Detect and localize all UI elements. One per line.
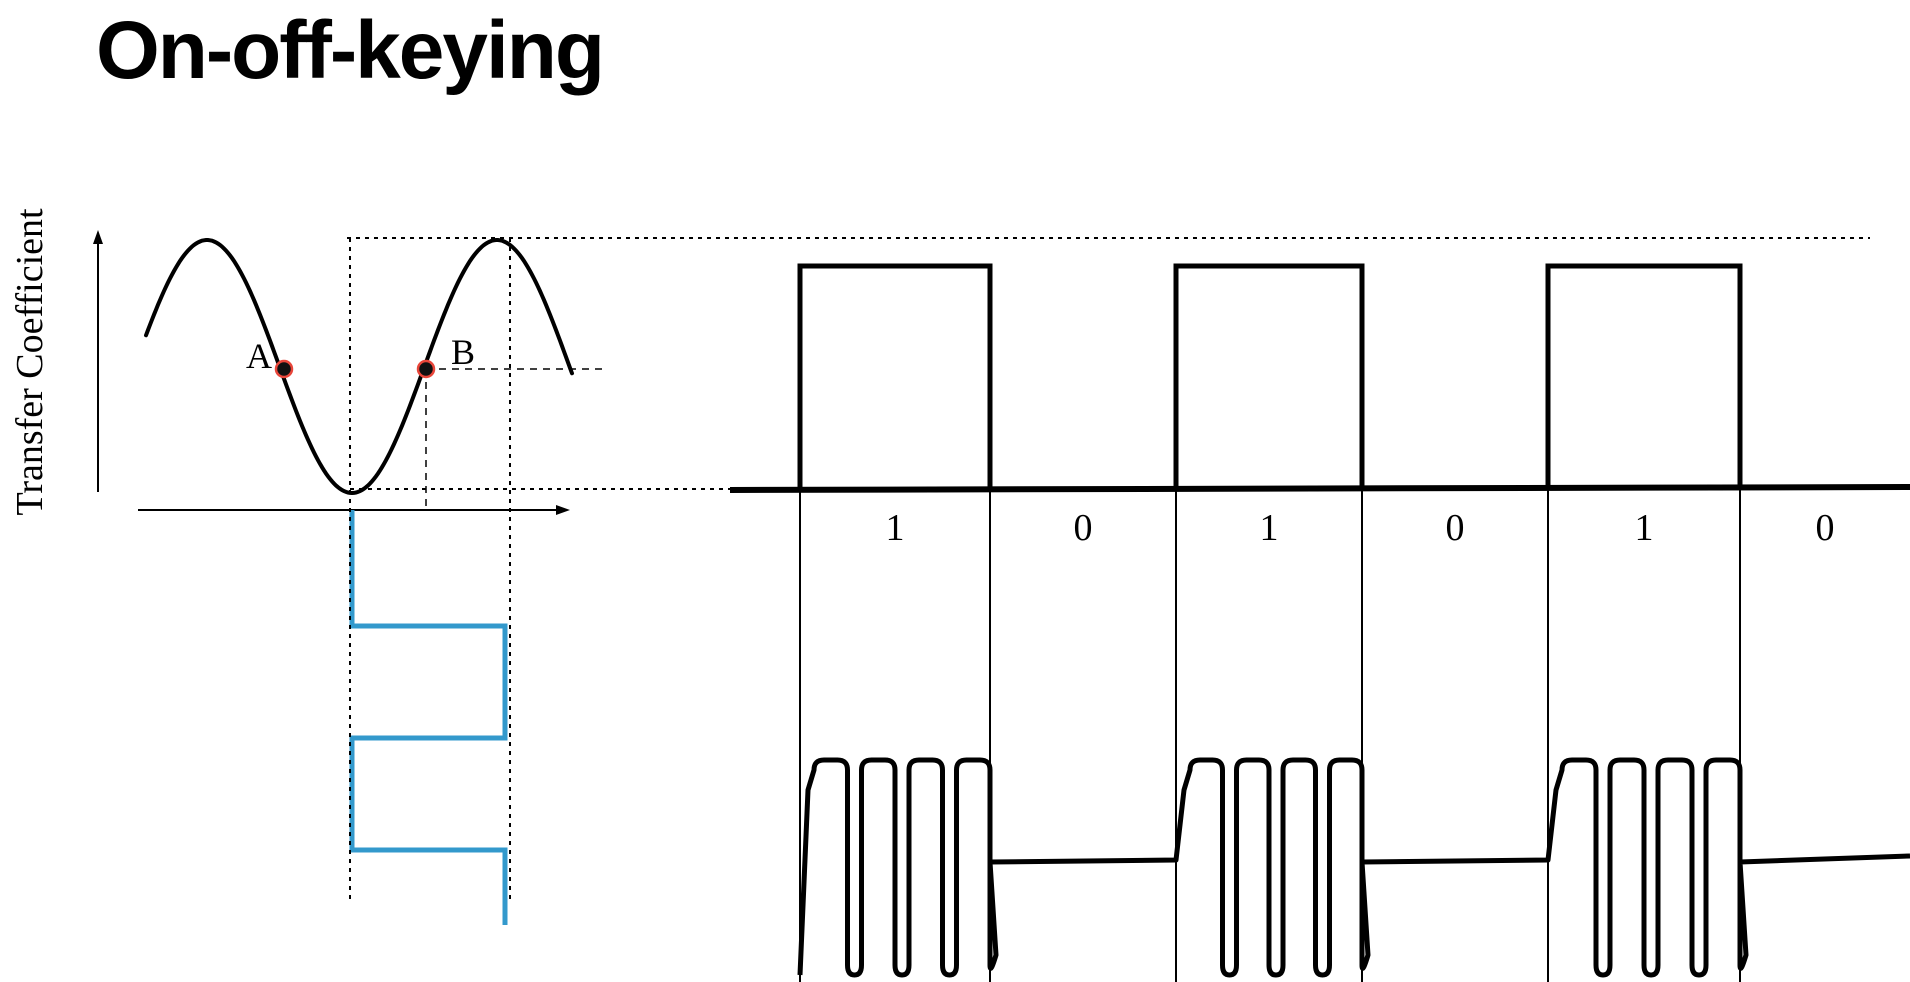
bit-label: 1: [1635, 507, 1654, 549]
point-b-marker: [416, 359, 436, 379]
transfer-plot-y-label: Transfer Coefficient: [9, 208, 51, 516]
point-a-marker: [274, 359, 294, 379]
bit-label: 1: [1260, 507, 1279, 549]
bit-label: 0: [1816, 507, 1835, 549]
y-axis-arrow: [93, 230, 103, 244]
drive-square-wave: [349, 510, 508, 925]
ook-timing-diagram: 1 0 1 0 1 0: [729, 263, 1910, 982]
transfer-plot: Transfer Coefficient A B: [9, 208, 604, 925]
bit-label: 0: [1074, 507, 1093, 549]
signal-baseline: [729, 484, 1910, 493]
point-b-label: B: [451, 332, 475, 372]
transfer-curve: [144, 238, 574, 496]
bit-labels: 1 0 1 0 1 0: [886, 507, 1835, 549]
bit-label: 0: [1446, 507, 1465, 549]
digital-pulse-train: [797, 263, 1743, 490]
bit-label: 1: [886, 507, 905, 549]
slide-title: On-off-keying: [96, 5, 605, 96]
x-axis-arrow: [556, 505, 570, 515]
modulated-carrier-wave: [797, 757, 1910, 978]
point-a-label: A: [246, 336, 272, 376]
